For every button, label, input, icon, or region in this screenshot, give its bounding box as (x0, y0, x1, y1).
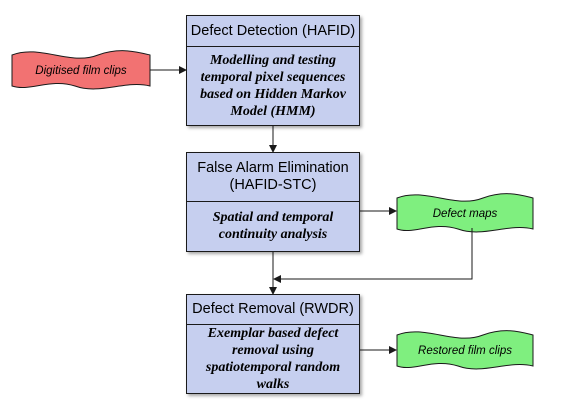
stage-title-line: False Alarm Elimination (197, 160, 349, 176)
input-label: Digitised film clips (35, 64, 127, 77)
stage-description-text: Spatial and temporal continuity analysis (212, 210, 334, 242)
feedback-defect-maps-to-removal (273, 228, 473, 283)
stage-description: Spatial and temporal continuity analysis (187, 201, 359, 251)
defect-maps-label: Defect maps (432, 207, 498, 220)
stage-defect-detection: Defect Detection (HAFID) Modelling and t… (186, 15, 360, 126)
stage-title: False Alarm Elimination (HAFID-STC) (187, 153, 359, 202)
stage-defect-removal: Defect Removal (RWDR) Exemplar based def… (186, 294, 360, 394)
stage-description: Modelling and testing temporal pixel seq… (187, 46, 359, 125)
stage-title-line: (HAFID-STC) (229, 177, 317, 193)
stage-description-text: Modelling and testing temporal pixel seq… (200, 52, 346, 119)
input-flag-digitised-film-clips (11, 50, 151, 90)
stage-false-alarm-elimination: False Alarm Elimination (HAFID-STC) Spat… (186, 152, 360, 252)
stage-title-line: Defect Removal (RWDR) (192, 301, 354, 317)
stage-description: Exemplar based defect removal using spat… (187, 324, 359, 393)
stage-title: Defect Detection (HAFID) (187, 16, 359, 47)
output-flag-defect-maps (396, 193, 534, 233)
stage-title: Defect Removal (RWDR) (187, 295, 359, 325)
stage-description-text: Exemplar based defect removal using spat… (205, 325, 341, 392)
output-flag-restored-film-clips (396, 330, 534, 370)
restored-clips-label: Restored film clips (418, 344, 512, 357)
stage-title-line: Defect Detection (HAFID) (190, 22, 356, 39)
